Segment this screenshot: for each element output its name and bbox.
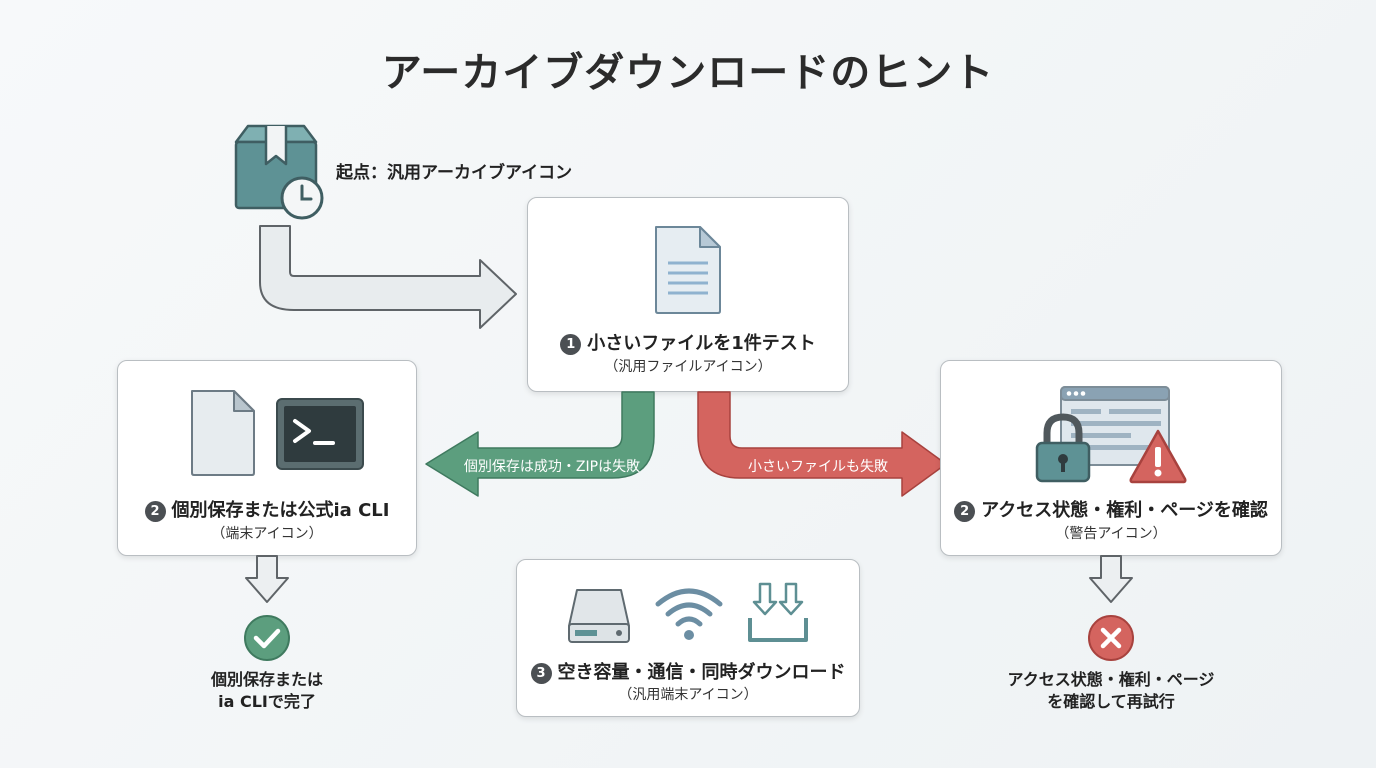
- archive-box-clock-icon: [234, 124, 324, 220]
- step1-subtitle: （汎用ファイルアイコン）: [604, 359, 772, 375]
- file-icon: [191, 390, 255, 476]
- left-branch-label: 個別保存は成功・ZIPは失敗: [463, 459, 641, 475]
- step3-title-text: 空き容量・通信・同時ダウンロード: [557, 662, 846, 683]
- right-step2-subtitle: （警告アイコン）: [1055, 526, 1167, 542]
- wifi-icon: [655, 588, 723, 640]
- right-branch-label: 小さいファイルも失敗: [748, 459, 888, 475]
- left-result-line2: ia CLIで完了: [218, 692, 316, 711]
- right-down-arrow: [1089, 555, 1133, 603]
- check-circle-icon: [244, 615, 290, 661]
- start-flow-arrow: [259, 225, 517, 329]
- right-step2-title-text: アクセス状態・権利・ページを確認: [981, 500, 1268, 521]
- terminal-icon: [276, 398, 364, 470]
- right-step2-number-badge: 2: [954, 501, 976, 522]
- left-step2-number-badge: 2: [144, 501, 166, 522]
- step1-title-text: 小さいファイルを1件テスト: [587, 333, 816, 354]
- step3-number-badge: 3: [530, 663, 552, 684]
- left-result-line1: 個別保存または: [210, 670, 323, 689]
- left-step2-subtitle: （端末アイコン）: [211, 526, 323, 542]
- left-result-text: 個別保存または ia CLIで完了: [150, 669, 384, 713]
- download-icon: [748, 582, 808, 642]
- left-branch-arrow: [425, 391, 655, 497]
- right-result-text: アクセス状態・権利・ページ を確認して再試行: [980, 669, 1242, 713]
- left-step2-title-text: 個別保存または公式ia CLI: [171, 500, 390, 521]
- step3-subtitle: （汎用端末アイコン）: [618, 687, 758, 703]
- step1-number-badge: 1: [560, 334, 582, 355]
- right-branch-arrow: [697, 391, 947, 497]
- warning-icon: [1129, 429, 1187, 484]
- x-circle-icon: [1088, 615, 1134, 661]
- document-icon: [655, 226, 721, 314]
- start-label: 起点：汎用アーカイブアイコン: [336, 163, 573, 183]
- right-result-line1: アクセス状態・権利・ページ: [1007, 670, 1215, 689]
- lock-icon: [1035, 413, 1091, 483]
- left-down-arrow: [245, 555, 289, 603]
- right-result-line2: を確認して再試行: [1047, 692, 1175, 711]
- hard-drive-icon: [568, 589, 630, 643]
- page-title: アーカイブダウンロードのヒント: [381, 50, 995, 96]
